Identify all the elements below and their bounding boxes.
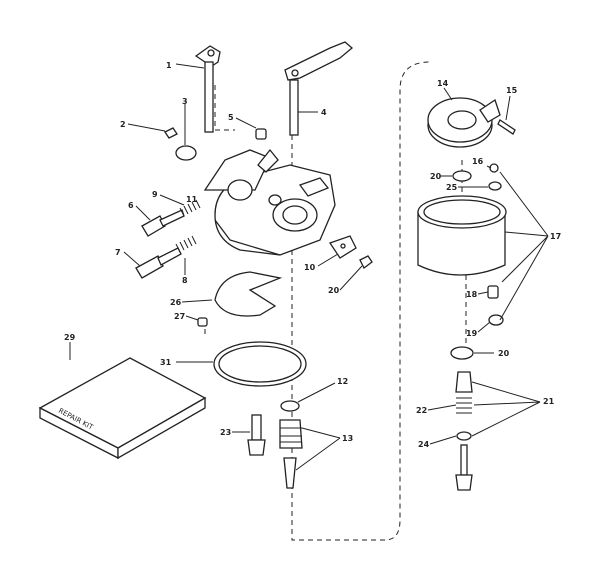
callout-26: 26 (170, 298, 182, 307)
callout-27: 27 (174, 312, 185, 321)
callout-20-lower: 20 (498, 349, 510, 358)
callout-2: 2 (120, 120, 126, 129)
callout-24: 24 (418, 440, 430, 449)
callout-8: 8 (182, 276, 188, 285)
callout-20-upper: 20 (430, 172, 442, 181)
gasket-screw-part (197, 317, 208, 327)
carburetor-body-part (203, 148, 336, 256)
bracket-screw-part (359, 255, 373, 269)
choke-lever-part (284, 41, 354, 136)
nozzle-part (247, 414, 266, 456)
callout-14: 14 (437, 79, 449, 88)
callout-20-left: 20 (328, 286, 340, 295)
callout-7: 7 (115, 248, 121, 257)
callout-4: 4 (321, 108, 327, 117)
bowl-parts-upper (452, 163, 502, 191)
callout-17: 17 (550, 232, 561, 241)
callout-23: 23 (220, 428, 231, 437)
float-part (427, 97, 501, 148)
callout-10: 10 (304, 263, 316, 272)
callout-15: 15 (506, 86, 518, 95)
main-spring-part (175, 235, 197, 253)
washer-20-lower-part (450, 346, 474, 360)
washer-12-part (280, 400, 300, 412)
callout-6: 6 (128, 201, 134, 210)
idle-spring-part (179, 199, 201, 217)
bracket-part (328, 235, 357, 259)
throttle-lever-part (194, 45, 221, 133)
callout-labels: 1 2 3 4 5 6 7 8 9 10 11 12 13 14 15 16 1… (64, 61, 561, 449)
callout-3: 3 (182, 97, 188, 106)
inlet-needle-seat-part (279, 419, 303, 489)
leader-lines (69, 63, 549, 471)
callout-22: 22 (416, 406, 427, 415)
float-bowl-part (417, 195, 507, 276)
callout-18: 18 (466, 290, 478, 299)
float-bowl-gasket-part (214, 271, 283, 317)
repair-kit-box-part: REPAIR KIT (38, 357, 207, 460)
needle-valve-assembly-part (455, 371, 473, 491)
callout-29: 29 (64, 333, 76, 342)
callout-12: 12 (337, 377, 348, 386)
callout-19: 19 (466, 329, 478, 338)
main-needle-part (135, 247, 182, 279)
bowl-drain-parts (487, 285, 504, 326)
callout-31: 31 (160, 358, 172, 367)
choke-screw-part (255, 128, 267, 140)
callout-1: 1 (166, 61, 172, 70)
bowl-o-ring-part (213, 341, 307, 387)
idle-needle-part (141, 209, 185, 237)
callout-13: 13 (342, 434, 353, 443)
callout-5: 5 (228, 113, 234, 122)
plate-screw-part (164, 127, 178, 139)
callout-11: 11 (186, 195, 198, 204)
callout-25: 25 (446, 183, 458, 192)
callout-16: 16 (472, 157, 484, 166)
throttle-plate-part (175, 145, 197, 161)
callout-21: 21 (543, 397, 555, 406)
float-pin-part (497, 119, 516, 135)
callout-9: 9 (152, 190, 158, 199)
